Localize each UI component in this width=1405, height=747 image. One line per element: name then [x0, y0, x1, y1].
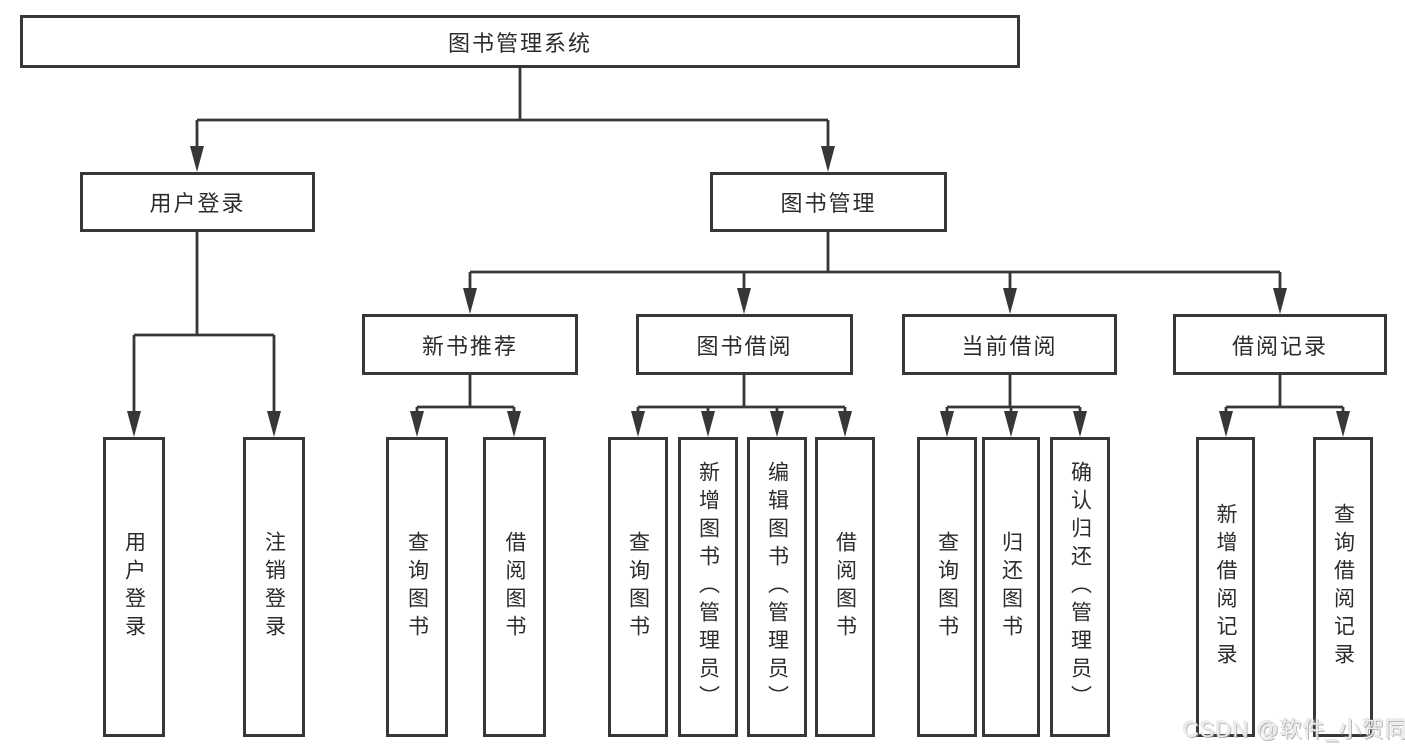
- leaf-query-books-rec: 查询图书: [386, 437, 448, 737]
- leaf-edit-books-admin: 编辑图书（管理员）: [747, 437, 807, 737]
- leaf-logout: 注销登录: [243, 437, 305, 737]
- node-current-borrowing: 当前借阅: [902, 314, 1117, 375]
- leaf-confirm-return-admin: 确认归还（管理员）: [1050, 437, 1110, 737]
- connector-new-book-rec-to-leaves: [410, 375, 521, 437]
- connector-root-to-level2: [190, 68, 835, 172]
- leaf-add-books-admin: 新增图书（管理员）: [678, 437, 738, 737]
- leaf-query-borrow-record: 查询借阅记录: [1313, 437, 1373, 737]
- connector-user-login-to-leaves: [127, 232, 281, 437]
- csdn-watermark: CSDN @软件_小贺同学: [1183, 717, 1405, 742]
- connector-current-borrow-to-leaves: [940, 375, 1087, 437]
- node-borrowing-records: 借阅记录: [1173, 314, 1387, 375]
- node-book-borrowing: 图书借阅: [636, 314, 853, 375]
- leaf-add-borrow-record: 新增借阅记录: [1196, 437, 1255, 737]
- node-user-login: 用户登录: [80, 172, 315, 232]
- leaf-borrow-books: 借阅图书: [815, 437, 875, 737]
- leaf-query-books-current: 查询图书: [917, 437, 977, 737]
- node-book-management: 图书管理: [710, 172, 947, 232]
- node-library-system: 图书管理系统: [20, 15, 1020, 68]
- leaf-query-books-borrow: 查询图书: [608, 437, 668, 737]
- connector-book-borrow-to-leaves: [631, 375, 852, 437]
- leaf-borrow-books-rec: 借阅图书: [483, 437, 546, 737]
- connector-borrow-records-to-leaves: [1219, 375, 1350, 437]
- node-new-book-recommendation: 新书推荐: [362, 314, 578, 375]
- connector-book-management-to-level3: [463, 232, 1287, 314]
- leaf-return-books: 归还图书: [982, 437, 1040, 737]
- leaf-user-login: 用户登录: [103, 437, 165, 737]
